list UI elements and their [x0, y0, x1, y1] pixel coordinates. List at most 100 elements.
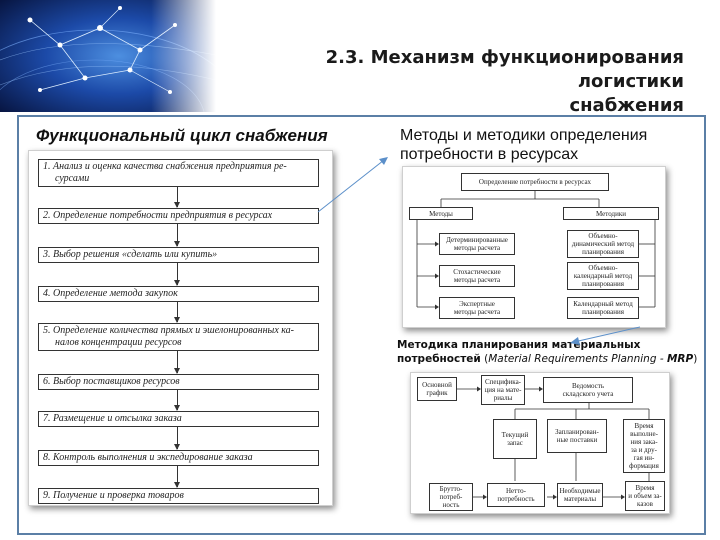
- mrp-inventory-record-line1: Ведомость: [571, 382, 605, 390]
- mrp-planned-deliveries-box: Запланирован- ные поставки: [547, 419, 607, 453]
- cycle-arrow: [174, 351, 180, 374]
- cycle-arrow: [174, 466, 180, 488]
- method-expert-line2: методы расчета: [453, 308, 501, 316]
- cycle-arrow: [174, 263, 180, 286]
- cycle-step-7-line1: 7. Размещение и отсылка заказа: [43, 413, 182, 424]
- cycle-step-4: 4. Определение метода закупок: [38, 286, 319, 302]
- mrp-gross-requirement-line2: потреб-: [439, 493, 463, 501]
- cycle-step-6: 6. Выбор поставщиков ресурсов: [38, 374, 319, 390]
- cycle-step-1-line1: 1. Анализ и оценка качества снабжения пр…: [43, 161, 287, 172]
- techniques-group-box: Методики: [563, 207, 659, 220]
- mrp-order-time-volume-line1: Время: [635, 484, 655, 492]
- mrp-lead-time-line6: формация: [629, 462, 659, 470]
- mrp-gross-requirement-line3: ность: [442, 501, 460, 509]
- mrp-bill-of-materials-line1: Специфика-: [484, 378, 522, 386]
- mrp-bill-of-materials-line3: риалы: [493, 394, 513, 402]
- method-stochastic-line2: методы расчета: [453, 276, 501, 284]
- content-frame: [17, 115, 706, 535]
- slide-title: 2.3. Механизм функционирования логистики…: [214, 46, 684, 118]
- cycle-step-5: 5. Определение количества прямых и эшело…: [38, 323, 319, 351]
- method-stochastic-box: Стохастические методы расчета: [439, 265, 515, 287]
- cycle-step-8: 8. Контроль выполнения и экспедирование …: [38, 450, 319, 466]
- mrp-current-stock-line1: Текущий: [501, 431, 529, 439]
- cycle-step-9: 9. Получение и проверка товаров: [38, 488, 319, 504]
- cycle-step-2-line1: 2. Определение потребности предприятия в…: [43, 210, 273, 221]
- mrp-lead-time-line5: гая ин-: [633, 454, 655, 462]
- mrp-lead-time-line1: Время: [634, 422, 654, 430]
- left-heading: Функциональный цикл снабжения: [36, 126, 328, 145]
- mrp-diagram: Основной график Специфика- ция на мате- …: [410, 372, 670, 514]
- cycle-step-9-line1: 9. Получение и проверка товаров: [43, 490, 184, 501]
- mrp-caption-paren-open: (: [480, 353, 489, 365]
- supply-cycle-flowchart: 1. Анализ и оценка качества снабжения пр…: [28, 150, 333, 506]
- mrp-required-materials-line1: Необходимые: [559, 487, 601, 495]
- globe-network-graphic: [0, 0, 216, 112]
- right-heading-line1: Методы и методики определения: [400, 127, 648, 144]
- cycle-step-1-line2: сурсами: [55, 173, 90, 184]
- mrp-master-schedule-box: Основной график: [417, 377, 457, 401]
- mrp-caption-line2: потребностей (Material Requirements Plan…: [397, 352, 697, 366]
- cycle-step-3: 3. Выбор решения «сделать или купить»: [38, 247, 319, 263]
- slide-title-line1: 2.3. Механизм функционирования логистики: [325, 47, 684, 92]
- cycle-step-6-line1: 6. Выбор поставщиков ресурсов: [43, 376, 180, 387]
- technique-volume-calendar-line1: Объемно-: [588, 264, 618, 272]
- mrp-caption-italic-part: Material Requirements Planning -: [488, 353, 667, 365]
- mrp-inventory-record-box: Ведомость складского учета: [543, 377, 633, 403]
- mrp-lead-time-box: Время выполне- ния зака- за и дру- гая и…: [623, 419, 665, 473]
- technique-volume-dynamic-line3: планирования: [582, 248, 624, 256]
- mrp-caption-bold-part: потребностей: [397, 353, 481, 365]
- technique-volume-dynamic-box: Объемно- динамический метод планирования: [567, 230, 639, 258]
- mrp-caption-paren-close: ): [693, 353, 698, 365]
- technique-volume-calendar-line2: календарный метод: [573, 272, 633, 280]
- mrp-bill-of-materials-box: Специфика- ция на мате- риалы: [481, 375, 525, 405]
- technique-volume-calendar-line3: планирования: [582, 280, 624, 288]
- cycle-arrow: [174, 302, 180, 323]
- mrp-net-requirement-line1: Нетто-: [505, 487, 527, 495]
- technique-calendar-box: Календарный метод планирования: [567, 297, 639, 319]
- cycle-step-4-line1: 4. Определение метода закупок: [43, 288, 178, 299]
- technique-calendar-line2: планирования: [582, 308, 624, 316]
- mrp-net-requirement-line2: потребность: [497, 495, 535, 503]
- cycle-step-7: 7. Размещение и отсылка заказа: [38, 411, 319, 427]
- mrp-caption-abbrev: MRP: [666, 353, 694, 365]
- cycle-step-2: 2. Определение потребности предприятия в…: [38, 208, 319, 224]
- cycle-step-5-line2: налов концентрации ресурсов: [55, 337, 182, 348]
- mrp-lead-time-line4: за и дру-: [631, 446, 657, 454]
- cycle-arrow: [174, 187, 180, 208]
- mrp-order-time-volume-box: Время и объем за- казов: [625, 481, 665, 511]
- method-stochastic-line1: Стохастические: [453, 268, 501, 276]
- mrp-master-schedule-line2: график: [426, 389, 448, 397]
- method-deterministic-line1: Детерминированные: [446, 236, 508, 244]
- mrp-gross-requirement-box: Брутто- потреб- ность: [429, 483, 473, 511]
- mrp-planned-deliveries-line2: ные поставки: [556, 436, 598, 444]
- mrp-required-materials-line2: материалы: [563, 495, 597, 503]
- cycle-arrow: [174, 224, 180, 247]
- cycle-step-1: 1. Анализ и оценка качества снабжения пр…: [38, 159, 319, 187]
- cycle-step-8-line1: 8. Контроль выполнения и экспедирование …: [43, 452, 253, 463]
- mrp-net-requirement-box: Нетто- потребность: [487, 483, 545, 507]
- methods-diagram: Определение потребности в ресурсах Метод…: [402, 166, 666, 328]
- method-deterministic-line2: методы расчета: [453, 244, 501, 252]
- cycle-arrow: [174, 427, 180, 450]
- method-expert-box: Экспертные методы расчета: [439, 297, 515, 319]
- mrp-planned-deliveries-line1: Запланирован-: [555, 428, 599, 436]
- mrp-order-time-volume-line2: и объем за-: [628, 492, 662, 500]
- mrp-lead-time-line3: ния зака-: [630, 438, 658, 446]
- slide-title-line2: снабжения: [569, 95, 684, 116]
- mrp-current-stock-line2: запас: [507, 439, 523, 447]
- methods-root-box: Определение потребности в ресурсах: [461, 173, 609, 191]
- right-heading: Методы и методики определения потребност…: [400, 126, 647, 164]
- mrp-caption: Методика планирования материальных потре…: [397, 338, 697, 366]
- cycle-step-3-line1: 3. Выбор решения «сделать или купить»: [43, 249, 218, 260]
- mrp-order-time-volume-line3: казов: [637, 500, 653, 508]
- header-globe-image: [0, 0, 216, 112]
- right-heading-line2: потребности в ресурсах: [400, 146, 579, 163]
- cycle-arrow: [174, 390, 180, 411]
- methods-group-box: Методы: [409, 207, 473, 220]
- cycle-step-5-line1: 5. Определение количества прямых и эшело…: [43, 325, 295, 336]
- mrp-gross-requirement-line1: Брутто-: [439, 485, 463, 493]
- mrp-lead-time-line2: выполне-: [630, 430, 658, 438]
- mrp-inventory-record-line2: складского учета: [562, 390, 614, 398]
- technique-calendar-line1: Календарный метод: [573, 300, 633, 308]
- mrp-master-schedule-line1: Основной: [422, 381, 452, 389]
